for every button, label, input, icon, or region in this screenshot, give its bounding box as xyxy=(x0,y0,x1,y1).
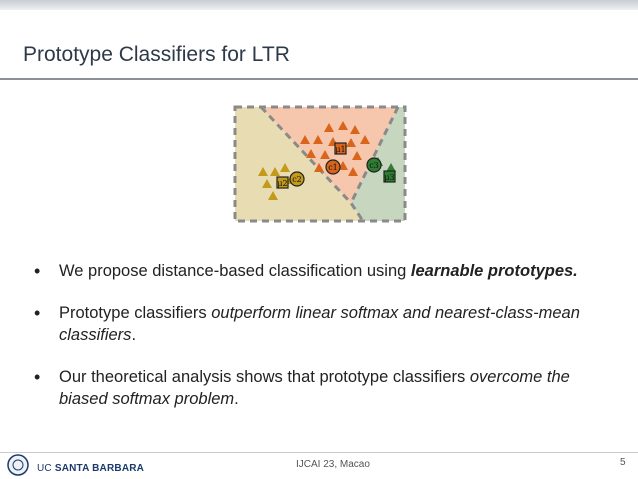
region-head xyxy=(261,107,398,203)
top-bar xyxy=(0,0,638,10)
prototype-label-2: c2 xyxy=(292,175,302,184)
conference-label: IJCAI 23, Macao xyxy=(296,459,370,470)
bullet-item: • Prototype classifiers outperform linea… xyxy=(34,303,580,344)
ucsb-wordmark: UC SANTA BARBARA xyxy=(37,463,145,474)
mean-label-3: μ3 xyxy=(384,173,394,182)
page-number: 5 xyxy=(620,457,626,468)
bullet-dot: • xyxy=(34,261,41,281)
slide-title: Prototype Classifiers for LTR xyxy=(23,43,290,66)
bullet-item: • Our theoretical analysis shows that pr… xyxy=(34,367,570,408)
prototype-diagram: μ1 μ2 μ3 c1 c2 c3 xyxy=(233,105,407,223)
prototype-label-1: c1 xyxy=(328,163,338,172)
bullet-dot: • xyxy=(34,367,41,387)
mean-label-2: μ2 xyxy=(277,179,287,188)
ucsb-seal-icon xyxy=(7,454,29,476)
bullet-list: • We propose distance-based classificati… xyxy=(34,260,614,430)
bullet-dot: • xyxy=(34,303,41,323)
title-divider xyxy=(0,78,638,80)
region-tail-left xyxy=(235,107,363,221)
prototype-label-3: c3 xyxy=(369,161,379,170)
bullet-item: • We propose distance-based classificati… xyxy=(34,261,578,281)
footer-divider xyxy=(0,452,638,453)
mean-label-1: μ1 xyxy=(335,145,345,154)
